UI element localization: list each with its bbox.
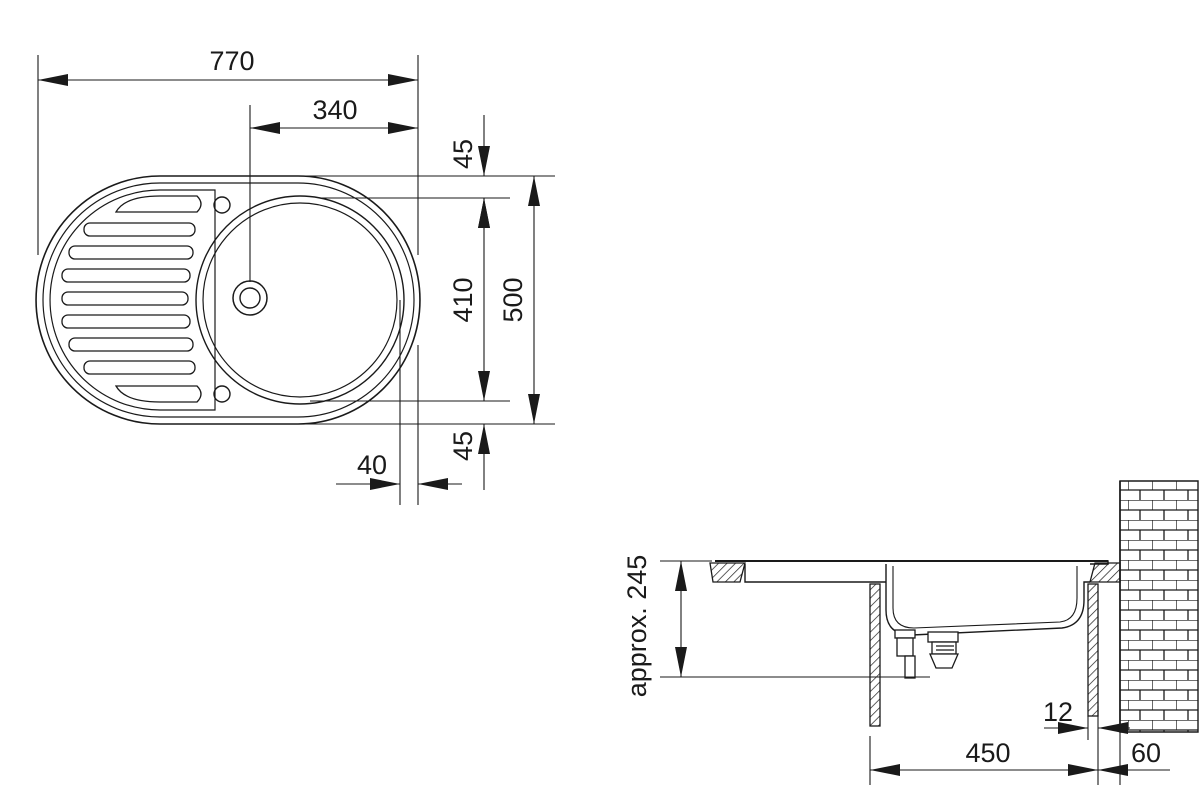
dim-45-bottom-label: 45 — [448, 431, 478, 461]
dim-40-label: 40 — [357, 450, 387, 480]
tap-hole — [213, 196, 231, 214]
cabinet-panel-left — [869, 583, 881, 727]
bowl-profile — [885, 564, 1090, 636]
sink-outline — [35, 175, 421, 425]
dim-45-top-label: 45 — [448, 139, 478, 169]
dim-500-label: 500 — [498, 277, 528, 322]
dim-340-label: 340 — [312, 95, 357, 125]
dim-245-label: approx. 245 — [622, 555, 652, 698]
worktop-right — [1089, 562, 1121, 583]
dim-770-label: 770 — [209, 46, 254, 76]
worktop-left — [709, 562, 746, 583]
cabinet-panel-right — [1087, 583, 1099, 717]
drain-assembly — [894, 629, 959, 679]
drainer-grooves — [61, 195, 202, 403]
drain-outlet — [232, 280, 268, 316]
overflow-hole — [213, 385, 231, 403]
extension-lines — [37, 55, 555, 505]
dim-60-label: 60 — [1131, 738, 1161, 768]
side-extension-lines — [660, 560, 1121, 785]
drainer-outline — [49, 189, 216, 411]
brick-wall — [1119, 480, 1199, 733]
dim-450-label: 450 — [965, 738, 1010, 768]
bowl-inner — [202, 202, 398, 398]
side-view: approx. 245 12 450 60 — [622, 480, 1199, 785]
sink-rim-inner — [42, 182, 415, 418]
dim-12-label: 12 — [1043, 697, 1073, 727]
bowl-profile-inner — [892, 566, 1078, 629]
drain-outlet-inner — [239, 287, 261, 309]
top-view: 770 340 45 410 500 45 40 — [35, 46, 555, 505]
dim-410-label: 410 — [448, 277, 478, 322]
bowl — [195, 195, 405, 405]
sink-rim — [715, 560, 1109, 583]
